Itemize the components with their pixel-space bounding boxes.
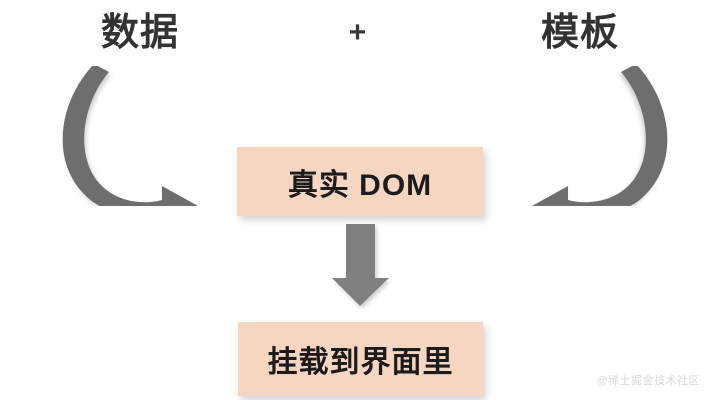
down-arrow-icon — [330, 222, 392, 310]
label-template: 模板 — [540, 12, 619, 54]
box-mount: 挂载到界面里 — [238, 322, 483, 396]
box-real-dom-label: 真实 DOM — [287, 168, 433, 202]
curved-arrow-right-icon — [508, 64, 668, 224]
label-data: 数据 — [100, 12, 179, 54]
watermark: @稀土掘金技术社区 — [596, 375, 700, 387]
curved-arrow-left-icon — [62, 64, 222, 224]
box-mount-label: 挂载到界面里 — [267, 346, 454, 379]
plus-operator: + — [348, 16, 368, 49]
box-real-dom: 真实 DOM — [237, 147, 483, 216]
